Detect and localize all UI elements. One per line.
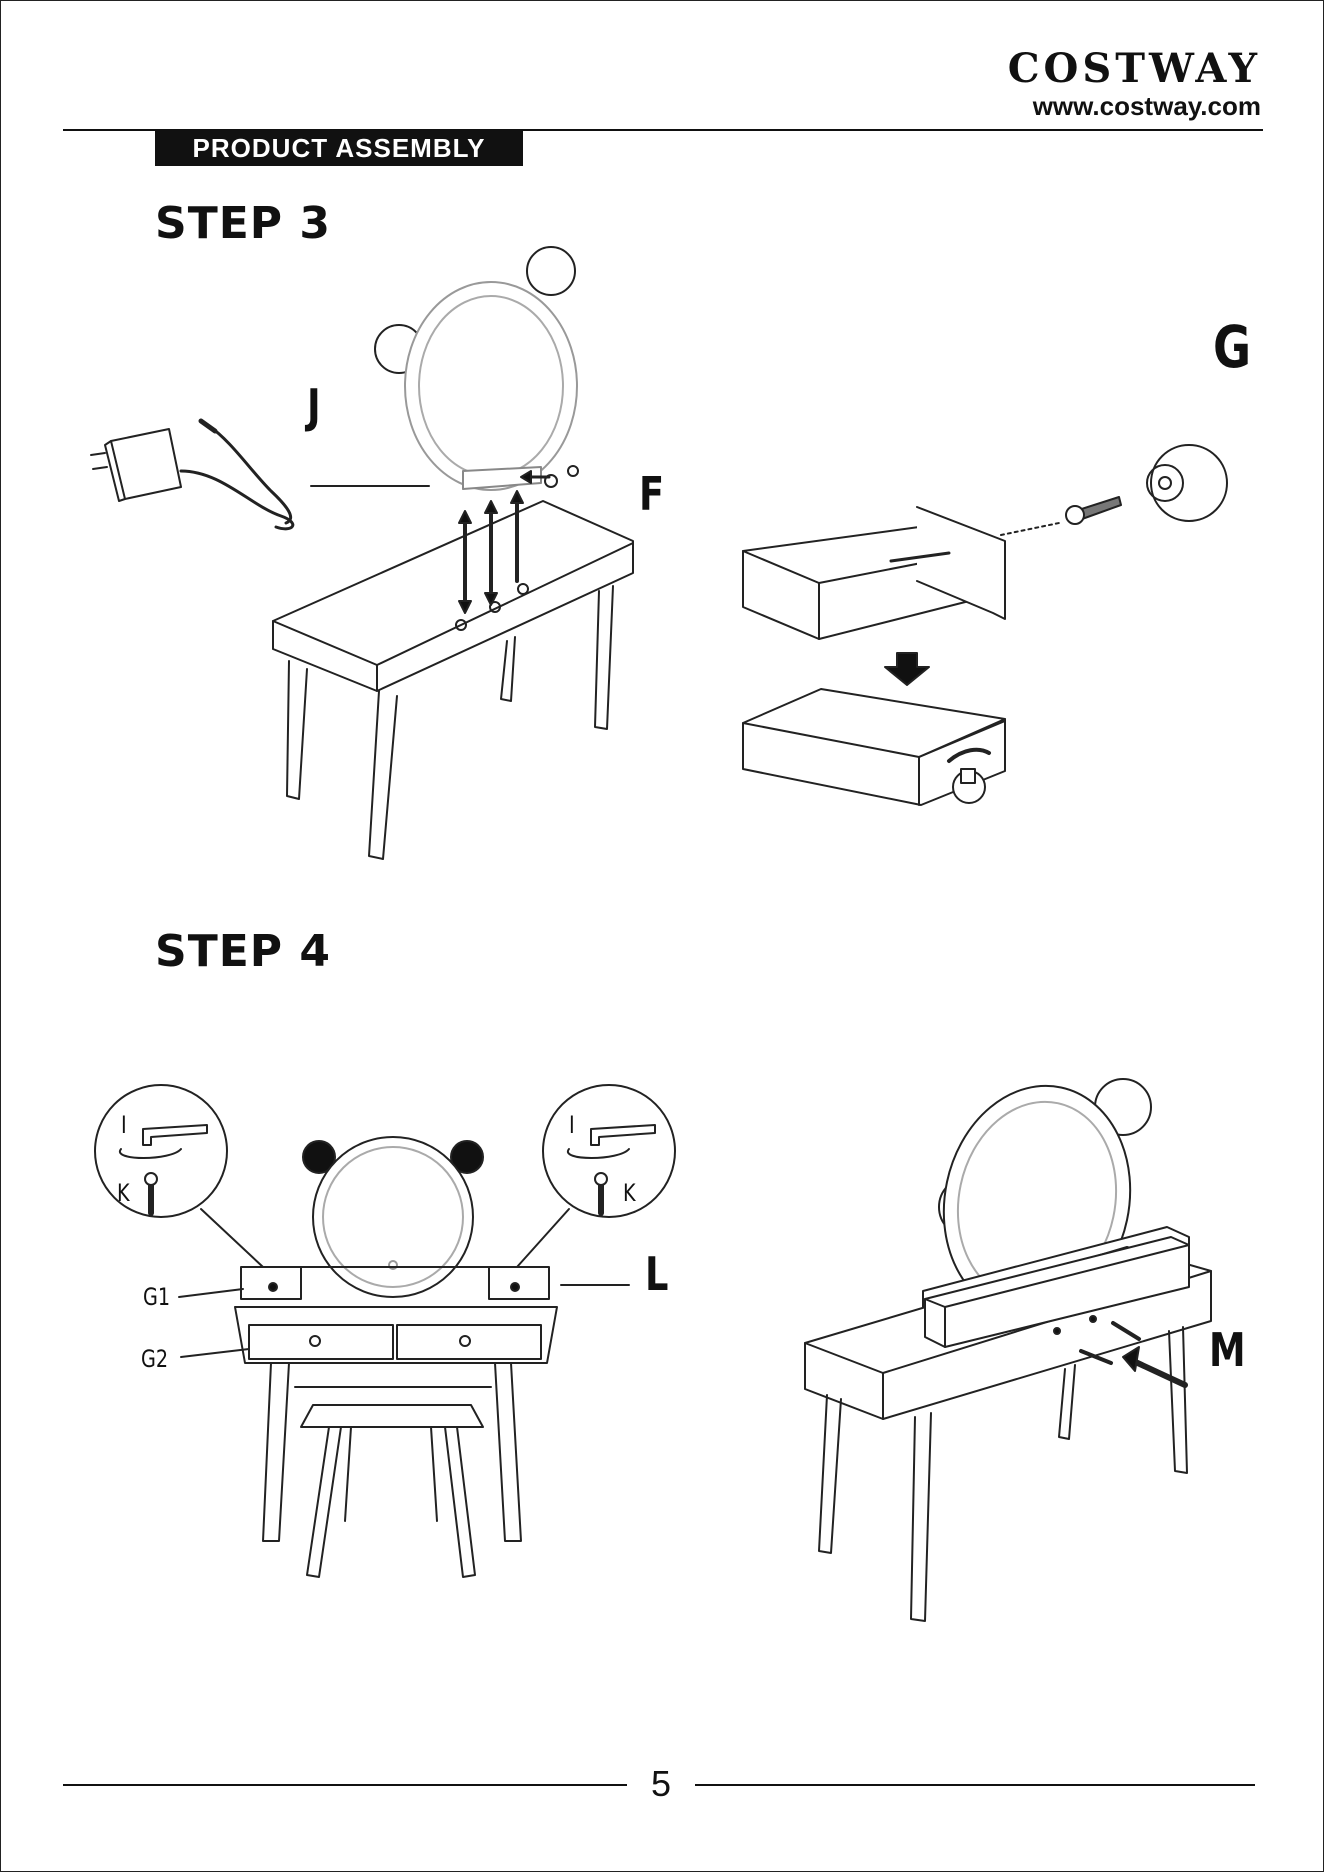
footer-divider-left	[63, 1784, 627, 1786]
callout-L: L	[645, 1247, 668, 1301]
step4-side-illustration	[805, 1068, 1211, 1621]
callout-F: F	[639, 467, 664, 521]
callout-K-left: K	[117, 1179, 130, 1207]
callout-I-right: I	[569, 1111, 575, 1139]
callout-G1: G1	[143, 1283, 170, 1311]
callout-G: G	[1213, 313, 1251, 381]
footer-divider-right	[695, 1784, 1255, 1786]
step3-drawer-illustration	[743, 445, 1227, 805]
callout-K-right: K	[623, 1179, 636, 1207]
page-number: 5	[641, 1763, 681, 1805]
step4-front-illustration	[95, 1085, 675, 1577]
step3-table-illustration	[91, 247, 633, 859]
callout-M: M	[1209, 1323, 1246, 1377]
callout-J: J	[307, 379, 321, 433]
callout-G2: G2	[141, 1345, 168, 1373]
callout-I-left: I	[121, 1111, 127, 1139]
